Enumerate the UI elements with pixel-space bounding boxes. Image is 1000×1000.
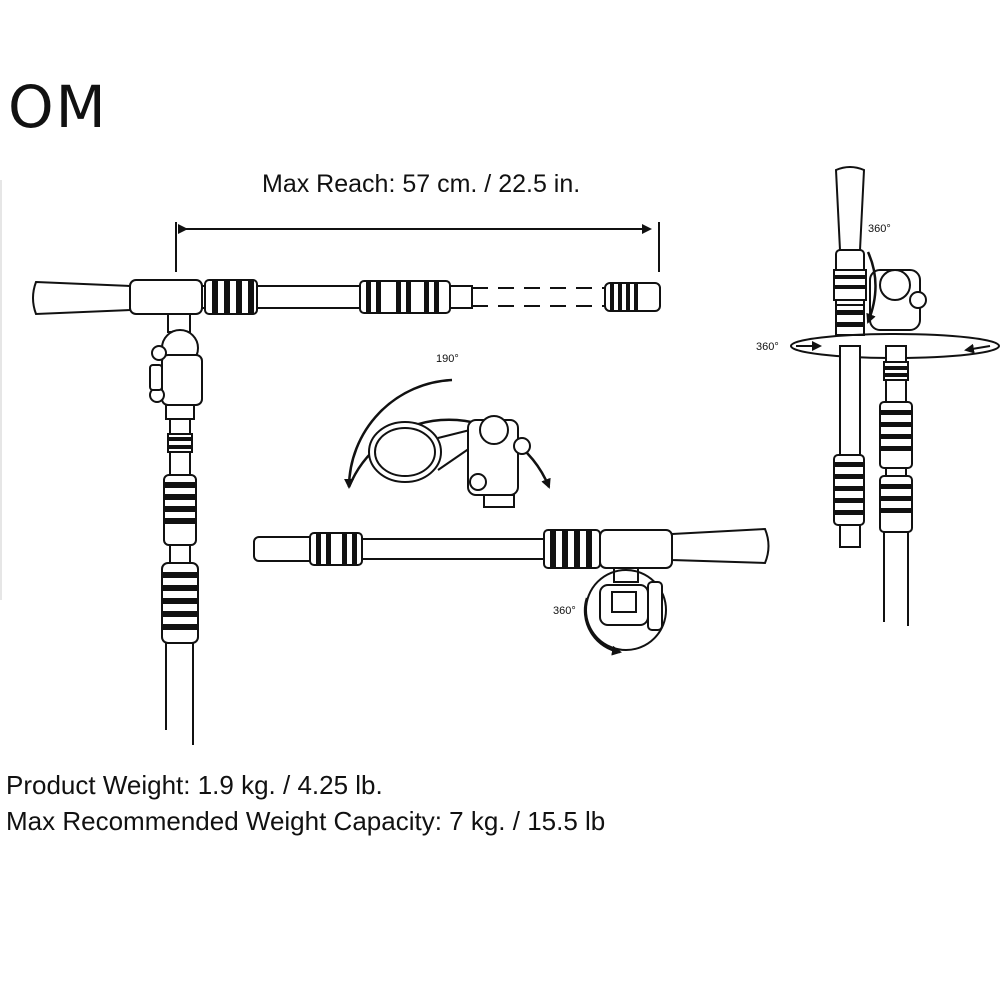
top-swivel-degree-label: 360°	[868, 223, 891, 235]
main-assembly	[32, 279, 661, 745]
max-weight-capacity: Max Recommended Weight Capacity: 7 kg. /…	[6, 806, 606, 836]
vertical-view	[790, 166, 1000, 626]
product-title: OM	[8, 73, 108, 141]
arm-handle	[32, 280, 131, 316]
ball-head	[149, 313, 203, 420]
head-spin-degree-label: 360°	[553, 605, 576, 617]
mid-arm-handle	[671, 527, 770, 565]
side-swivel-degree-label: 360°	[756, 341, 779, 353]
product-weight: Product Weight: 1.9 kg. / 4.25 lb.	[6, 770, 383, 800]
top-handle	[834, 166, 866, 251]
tilt-detail	[344, 378, 551, 508]
tilt-degree-label: 190°	[436, 353, 459, 365]
arm-clamp	[129, 279, 203, 315]
swivel-detail	[253, 527, 770, 656]
max-reach-label: Max Reach: 57 cm. / 22.5 in.	[262, 170, 581, 198]
max-reach-dimension	[175, 222, 660, 272]
